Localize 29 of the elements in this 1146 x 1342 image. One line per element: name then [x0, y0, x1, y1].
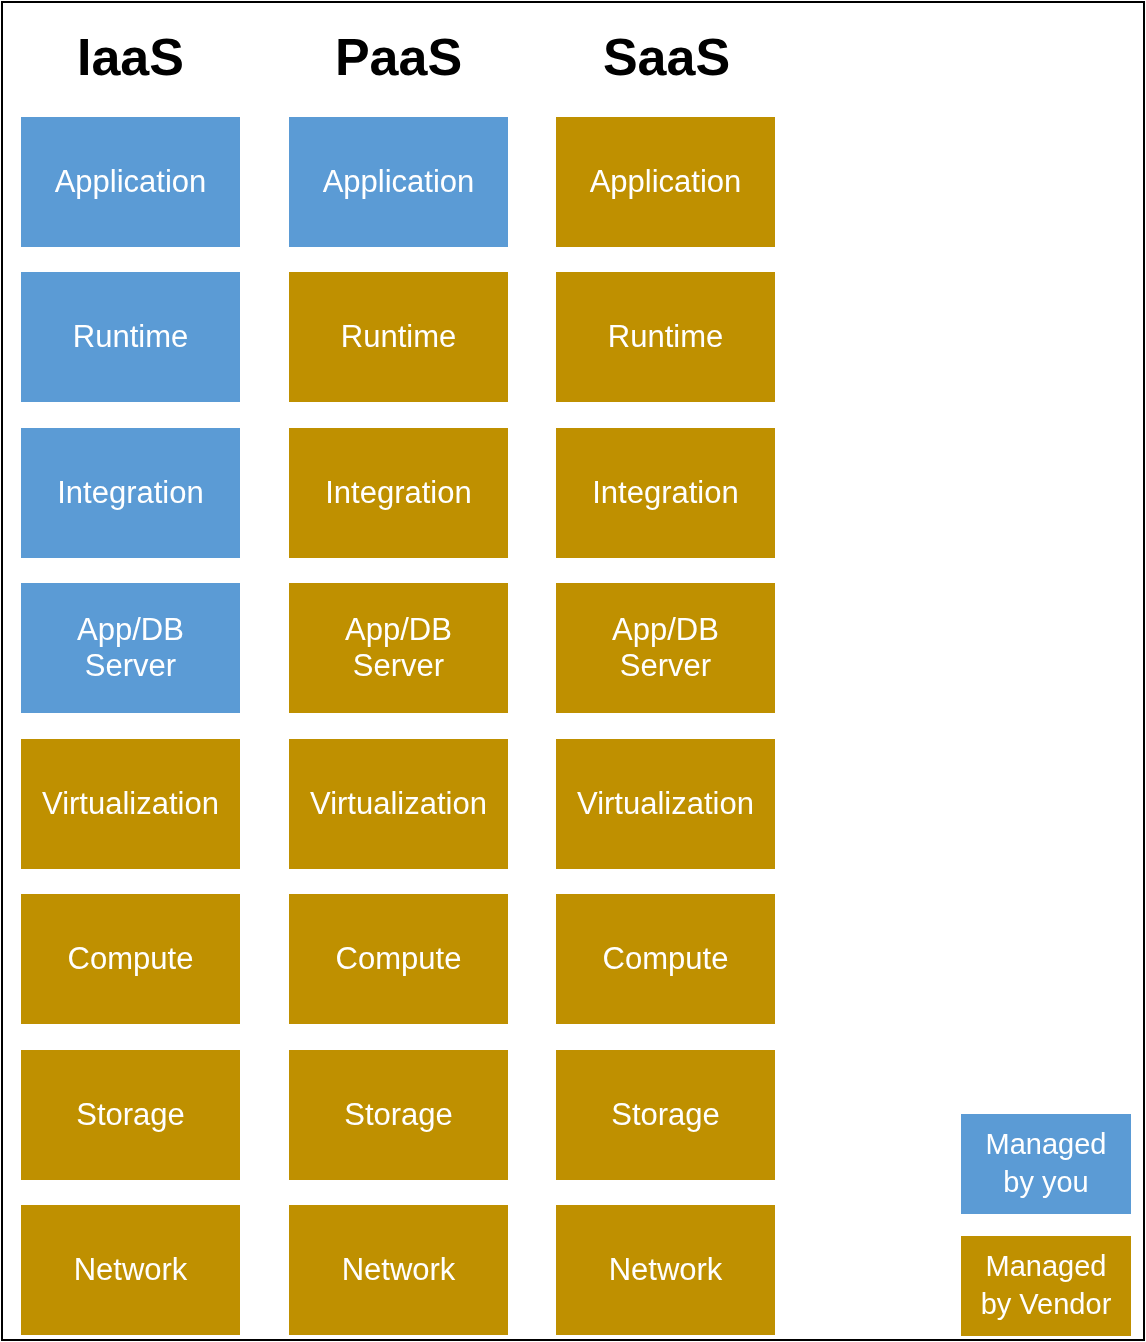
- stack-layer-box: Compute: [289, 894, 508, 1024]
- legend-label: Managed by you: [984, 1127, 1108, 1200]
- stack-layer-box: Network: [289, 1205, 508, 1335]
- legend-label: Managed by Vendor: [979, 1249, 1113, 1322]
- stack-layer-box: Storage: [21, 1050, 240, 1180]
- stack-layer-box: Application: [289, 117, 508, 247]
- column-heading: PaaS: [333, 27, 464, 88]
- stack-layer-box: Runtime: [21, 272, 240, 402]
- stack-layer-box: App/DB Server: [556, 583, 775, 713]
- stack-layer-box: Runtime: [289, 272, 508, 402]
- column-heading: SaaS: [601, 27, 732, 88]
- stack-layer-box: Storage: [289, 1050, 508, 1180]
- stack-layer-box: Integration: [21, 428, 240, 558]
- stack-layer-box: Application: [21, 117, 240, 247]
- stack-layer-box: Compute: [556, 894, 775, 1024]
- stack-layer-box: Virtualization: [21, 739, 240, 869]
- column-heading: IaaS: [76, 27, 185, 88]
- stack-layer-box: App/DB Server: [289, 583, 508, 713]
- stack-layer-box: Application: [556, 117, 775, 247]
- stack-layer-box: Virtualization: [556, 739, 775, 869]
- stack-layer-box: Runtime: [556, 272, 775, 402]
- stack-layer-box: Compute: [21, 894, 240, 1024]
- stack-layer-box: Network: [556, 1205, 775, 1335]
- stack-layer-box: Integration: [289, 428, 508, 558]
- stack-layer-box: Virtualization: [289, 739, 508, 869]
- stack-layer-box: Integration: [556, 428, 775, 558]
- stack-layer-box: App/DB Server: [21, 583, 240, 713]
- stack-layer-box: Network: [21, 1205, 240, 1335]
- stack-layer-box: Storage: [556, 1050, 775, 1180]
